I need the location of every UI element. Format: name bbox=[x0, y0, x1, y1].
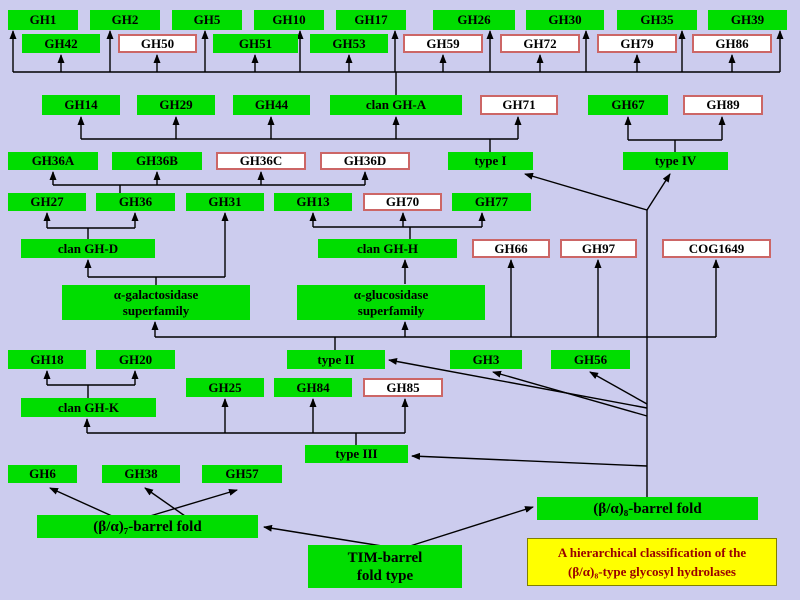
connector-arrow bbox=[411, 452, 648, 467]
node-GH59: GH59 bbox=[403, 34, 483, 53]
node-GH66: GH66 bbox=[472, 239, 550, 258]
node-GH36A: GH36A bbox=[8, 152, 98, 170]
node-GH5: GH5 bbox=[172, 10, 242, 30]
node-GH42: GH42 bbox=[22, 34, 100, 53]
node-GH84: GH84 bbox=[274, 378, 352, 397]
node-GH71: GH71 bbox=[480, 95, 558, 115]
node-GH3: GH3 bbox=[450, 350, 522, 369]
node-GH14: GH14 bbox=[42, 95, 120, 115]
node-GH36: GH36 bbox=[96, 193, 175, 211]
node-timBarrel: TIM-barrel fold type bbox=[308, 545, 462, 588]
node-GH70: GH70 bbox=[363, 193, 442, 211]
node-COG1649: COG1649 bbox=[662, 239, 771, 258]
node-GH35: GH35 bbox=[617, 10, 697, 30]
node-GH13: GH13 bbox=[274, 193, 352, 211]
node-GH86: GH86 bbox=[692, 34, 772, 53]
node-GH6: GH6 bbox=[8, 465, 77, 483]
node-GH36D: GH36D bbox=[320, 152, 410, 170]
node-GH77: GH77 bbox=[452, 193, 531, 211]
node-GH10: GH10 bbox=[254, 10, 324, 30]
node-GH67: GH67 bbox=[588, 95, 668, 115]
node-GH27: GH27 bbox=[8, 193, 86, 211]
node-GH39: GH39 bbox=[708, 10, 787, 30]
node-GH57: GH57 bbox=[202, 465, 282, 483]
node-GH97: GH97 bbox=[560, 239, 637, 258]
node-GH38: GH38 bbox=[102, 465, 180, 483]
node-GH26: GH26 bbox=[433, 10, 515, 30]
node-GH20: GH20 bbox=[96, 350, 175, 369]
caption-line-1: A hierarchical classification of the bbox=[557, 544, 747, 560]
node-GH25: GH25 bbox=[186, 378, 264, 397]
node-GH79: GH79 bbox=[597, 34, 677, 53]
node-GH2: GH2 bbox=[90, 10, 160, 30]
node-GH85: GH85 bbox=[363, 378, 443, 397]
node-clanGHH: clan GH-H bbox=[318, 239, 457, 258]
node-GH17: GH17 bbox=[336, 10, 406, 30]
node-aGal: α-galactosidase superfamily bbox=[62, 285, 250, 320]
node-typeIII: type III bbox=[305, 445, 408, 463]
node-GH89: GH89 bbox=[683, 95, 763, 115]
node-clanGHK: clan GH-K bbox=[21, 398, 156, 417]
node-GH31: GH31 bbox=[186, 193, 264, 211]
connector-arrow bbox=[524, 172, 648, 211]
node-GH44: GH44 bbox=[233, 95, 310, 115]
node-GH72: GH72 bbox=[500, 34, 580, 53]
node-barrel7: (β/α)₇-barrel fold bbox=[37, 515, 258, 538]
connector-arrow bbox=[144, 487, 186, 517]
node-GH56: GH56 bbox=[551, 350, 630, 369]
caption-line-2: (β/α)₈-type glycosyl hydrolases bbox=[568, 564, 736, 579]
node-GH30: GH30 bbox=[526, 10, 604, 30]
connector-arrow bbox=[388, 358, 648, 409]
connector-arrow bbox=[589, 371, 648, 405]
connector-arrow bbox=[263, 524, 383, 547]
node-GH36C: GH36C bbox=[216, 152, 306, 170]
connector-arrow bbox=[149, 488, 238, 517]
node-barrel8: (β/α)₈-barrel fold bbox=[537, 497, 758, 520]
node-typeI: type I bbox=[448, 152, 533, 170]
node-GH36B: GH36B bbox=[112, 152, 202, 170]
node-typeIV: type IV bbox=[623, 152, 728, 170]
node-aGlu: α-glucosidase superfamily bbox=[297, 285, 485, 320]
node-GH18: GH18 bbox=[8, 350, 86, 369]
connector-arrow bbox=[492, 370, 648, 417]
node-GH1: GH1 bbox=[8, 10, 78, 30]
connector-arrow bbox=[409, 506, 534, 547]
connector-arrow bbox=[49, 487, 113, 517]
node-GH53: GH53 bbox=[310, 34, 388, 53]
edge-group bbox=[9, 30, 784, 547]
node-GH29: GH29 bbox=[137, 95, 215, 115]
connector-arrow bbox=[646, 173, 671, 211]
node-GH50: GH50 bbox=[118, 34, 197, 53]
node-GH51: GH51 bbox=[213, 34, 298, 53]
node-clanGHA: clan GH-A bbox=[330, 95, 462, 115]
node-clanGHD: clan GH-D bbox=[21, 239, 155, 258]
node-typeII: type II bbox=[287, 350, 385, 369]
caption-box: A hierarchical classification of the (β/… bbox=[527, 538, 777, 586]
